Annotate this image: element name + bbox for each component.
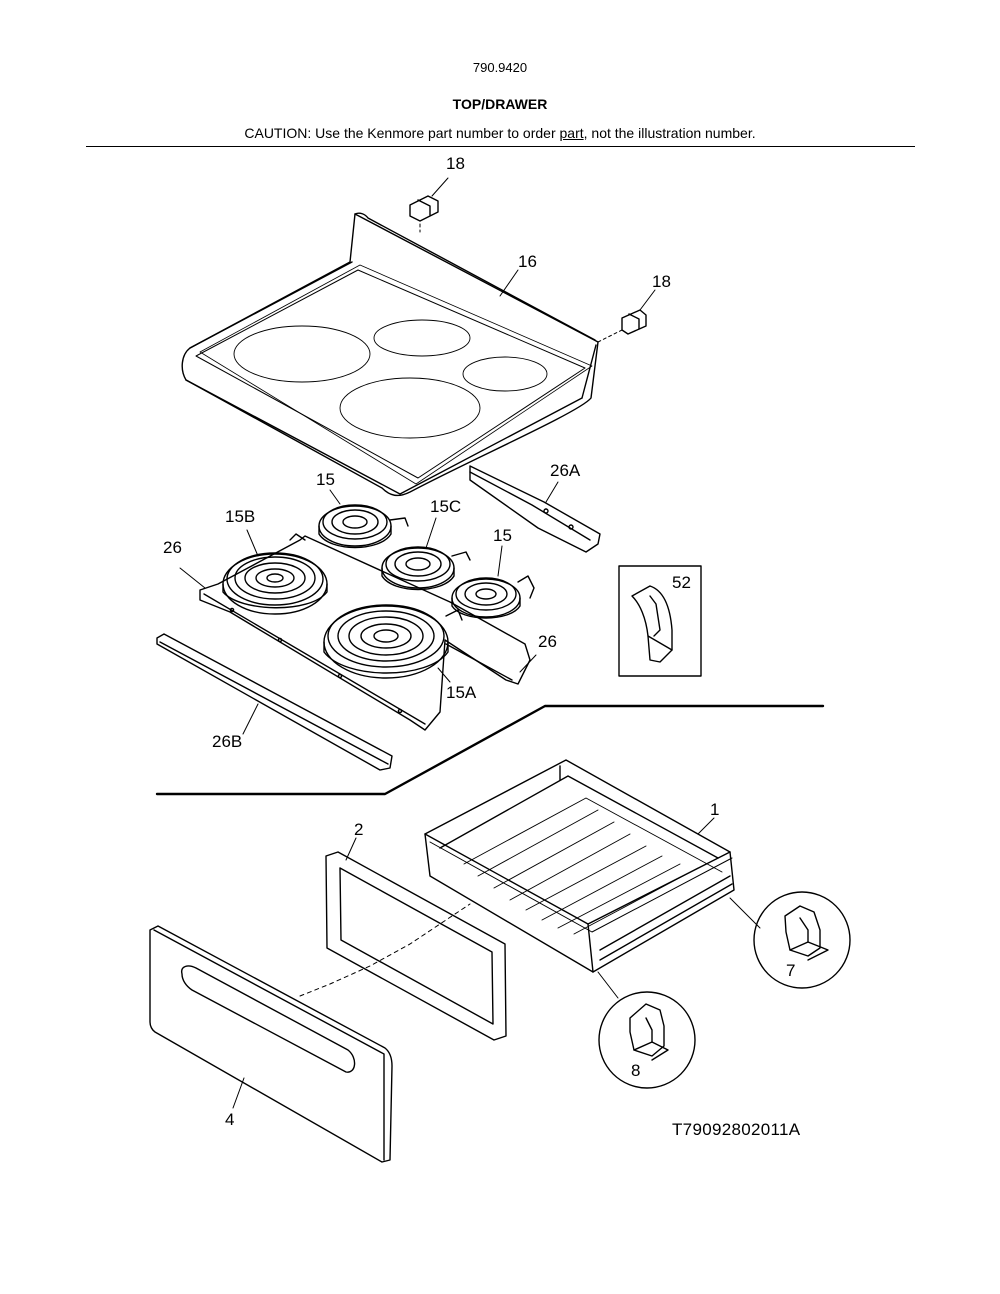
drawer-front-panel-part bbox=[149, 925, 393, 1163]
label-4: 4 bbox=[225, 1110, 234, 1129]
part-8-inset bbox=[598, 991, 696, 1089]
surface-element-15a-part bbox=[323, 604, 463, 679]
surface-element-15-part bbox=[318, 504, 409, 549]
label-26a: 26A bbox=[550, 461, 581, 480]
element-bracket-26a-part bbox=[469, 465, 601, 553]
section-title: TOP/DRAWER bbox=[452, 96, 548, 112]
label-18: 18 bbox=[652, 272, 671, 291]
cooktop-glass-top-part bbox=[181, 212, 599, 497]
element-bracket-26b-part bbox=[156, 633, 393, 771]
label-8: 8 bbox=[631, 1061, 640, 1080]
label-26b: 26B bbox=[212, 732, 242, 751]
model-number: 790.9420 bbox=[472, 60, 528, 75]
label-1: 1 bbox=[710, 800, 719, 819]
drawer-front-frame-part bbox=[325, 851, 507, 1041]
drawer-body-part bbox=[424, 759, 735, 973]
element-support-rail-part bbox=[199, 535, 531, 731]
label-26: 26 bbox=[163, 538, 182, 557]
label-52: 52 bbox=[672, 573, 691, 592]
label-15: 15 bbox=[316, 470, 335, 489]
caution-part-word: part bbox=[559, 125, 584, 141]
label-18: 18 bbox=[446, 154, 465, 173]
label-15: 15 bbox=[493, 526, 512, 545]
caution-text-end: , not the illustration number. bbox=[583, 125, 756, 141]
label-16: 16 bbox=[518, 252, 537, 271]
label-15a: 15A bbox=[446, 683, 477, 702]
label-26: 26 bbox=[538, 632, 557, 651]
caution-text: CAUTION: Use the Kenmore part number to … bbox=[244, 125, 560, 141]
diagram-code: T79092802011A bbox=[672, 1120, 801, 1139]
header-divider bbox=[86, 146, 915, 147]
caution-note: CAUTION: Use the Kenmore part number to … bbox=[0, 125, 1000, 141]
part-7-inset bbox=[753, 891, 851, 989]
surface-element-15c-part bbox=[381, 546, 471, 591]
section-separator-line bbox=[155, 704, 825, 796]
hinge-bracket-part bbox=[621, 309, 647, 335]
label-15c: 15C bbox=[430, 497, 461, 516]
label-15b: 15B bbox=[225, 507, 255, 526]
label-2: 2 bbox=[354, 820, 363, 839]
hinge-bracket-part bbox=[409, 195, 439, 222]
surface-element-15b-part bbox=[222, 533, 328, 615]
label-7: 7 bbox=[786, 961, 795, 980]
surface-element-15-part bbox=[451, 575, 535, 619]
leader-lines bbox=[179, 177, 761, 1109]
part-52-inset bbox=[618, 565, 702, 677]
